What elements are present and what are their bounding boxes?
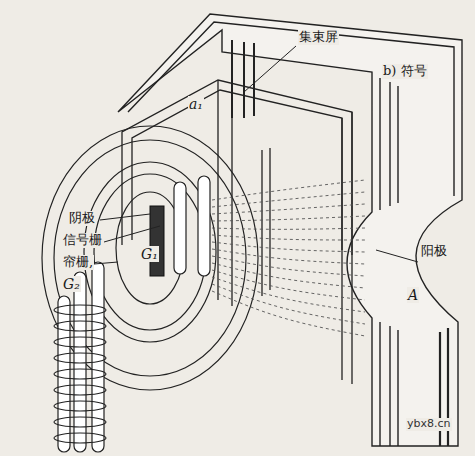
watermark: ybx8.cn	[406, 418, 452, 431]
electron-path	[212, 180, 365, 200]
leader-lines	[94, 46, 418, 264]
coil-turn	[54, 321, 106, 331]
beam-forming-plate	[122, 80, 352, 384]
part-label: 集束屏	[298, 30, 339, 45]
part-label: a₁	[188, 96, 204, 112]
heater-coil	[54, 305, 106, 443]
coil-turn	[54, 369, 106, 379]
electron-path	[212, 291, 365, 336]
electron-stream	[212, 180, 365, 336]
symbol-label: b) 符号	[382, 64, 428, 79]
electron-path	[212, 216, 365, 221]
electrode-symbol: G₁	[140, 246, 159, 262]
electron-path	[212, 204, 365, 214]
coil-turn	[54, 337, 106, 347]
part-label: 阴极	[68, 211, 96, 226]
electron-path	[212, 235, 365, 240]
anode-plate	[118, 14, 462, 446]
electron-path	[212, 249, 365, 264]
coil-turn	[54, 401, 106, 411]
electron-path	[212, 192, 365, 207]
electron-path	[212, 284, 365, 324]
part-label: 阳极	[420, 244, 448, 259]
coil-turn	[54, 433, 106, 443]
coil-turn	[54, 305, 106, 315]
electron-path	[212, 242, 365, 252]
electron-path	[212, 256, 365, 276]
coil-turn	[54, 353, 106, 363]
cathode	[150, 206, 164, 276]
electrode-symbol: A	[407, 287, 419, 303]
electron-path	[212, 228, 365, 229]
coil-turn	[54, 385, 106, 395]
electrode-symbol: G₂	[62, 276, 81, 292]
coil-turn	[54, 417, 106, 427]
part-label: 帘栅,	[62, 255, 94, 270]
electron-path	[212, 277, 365, 312]
part-label: 信号栅	[62, 233, 103, 248]
